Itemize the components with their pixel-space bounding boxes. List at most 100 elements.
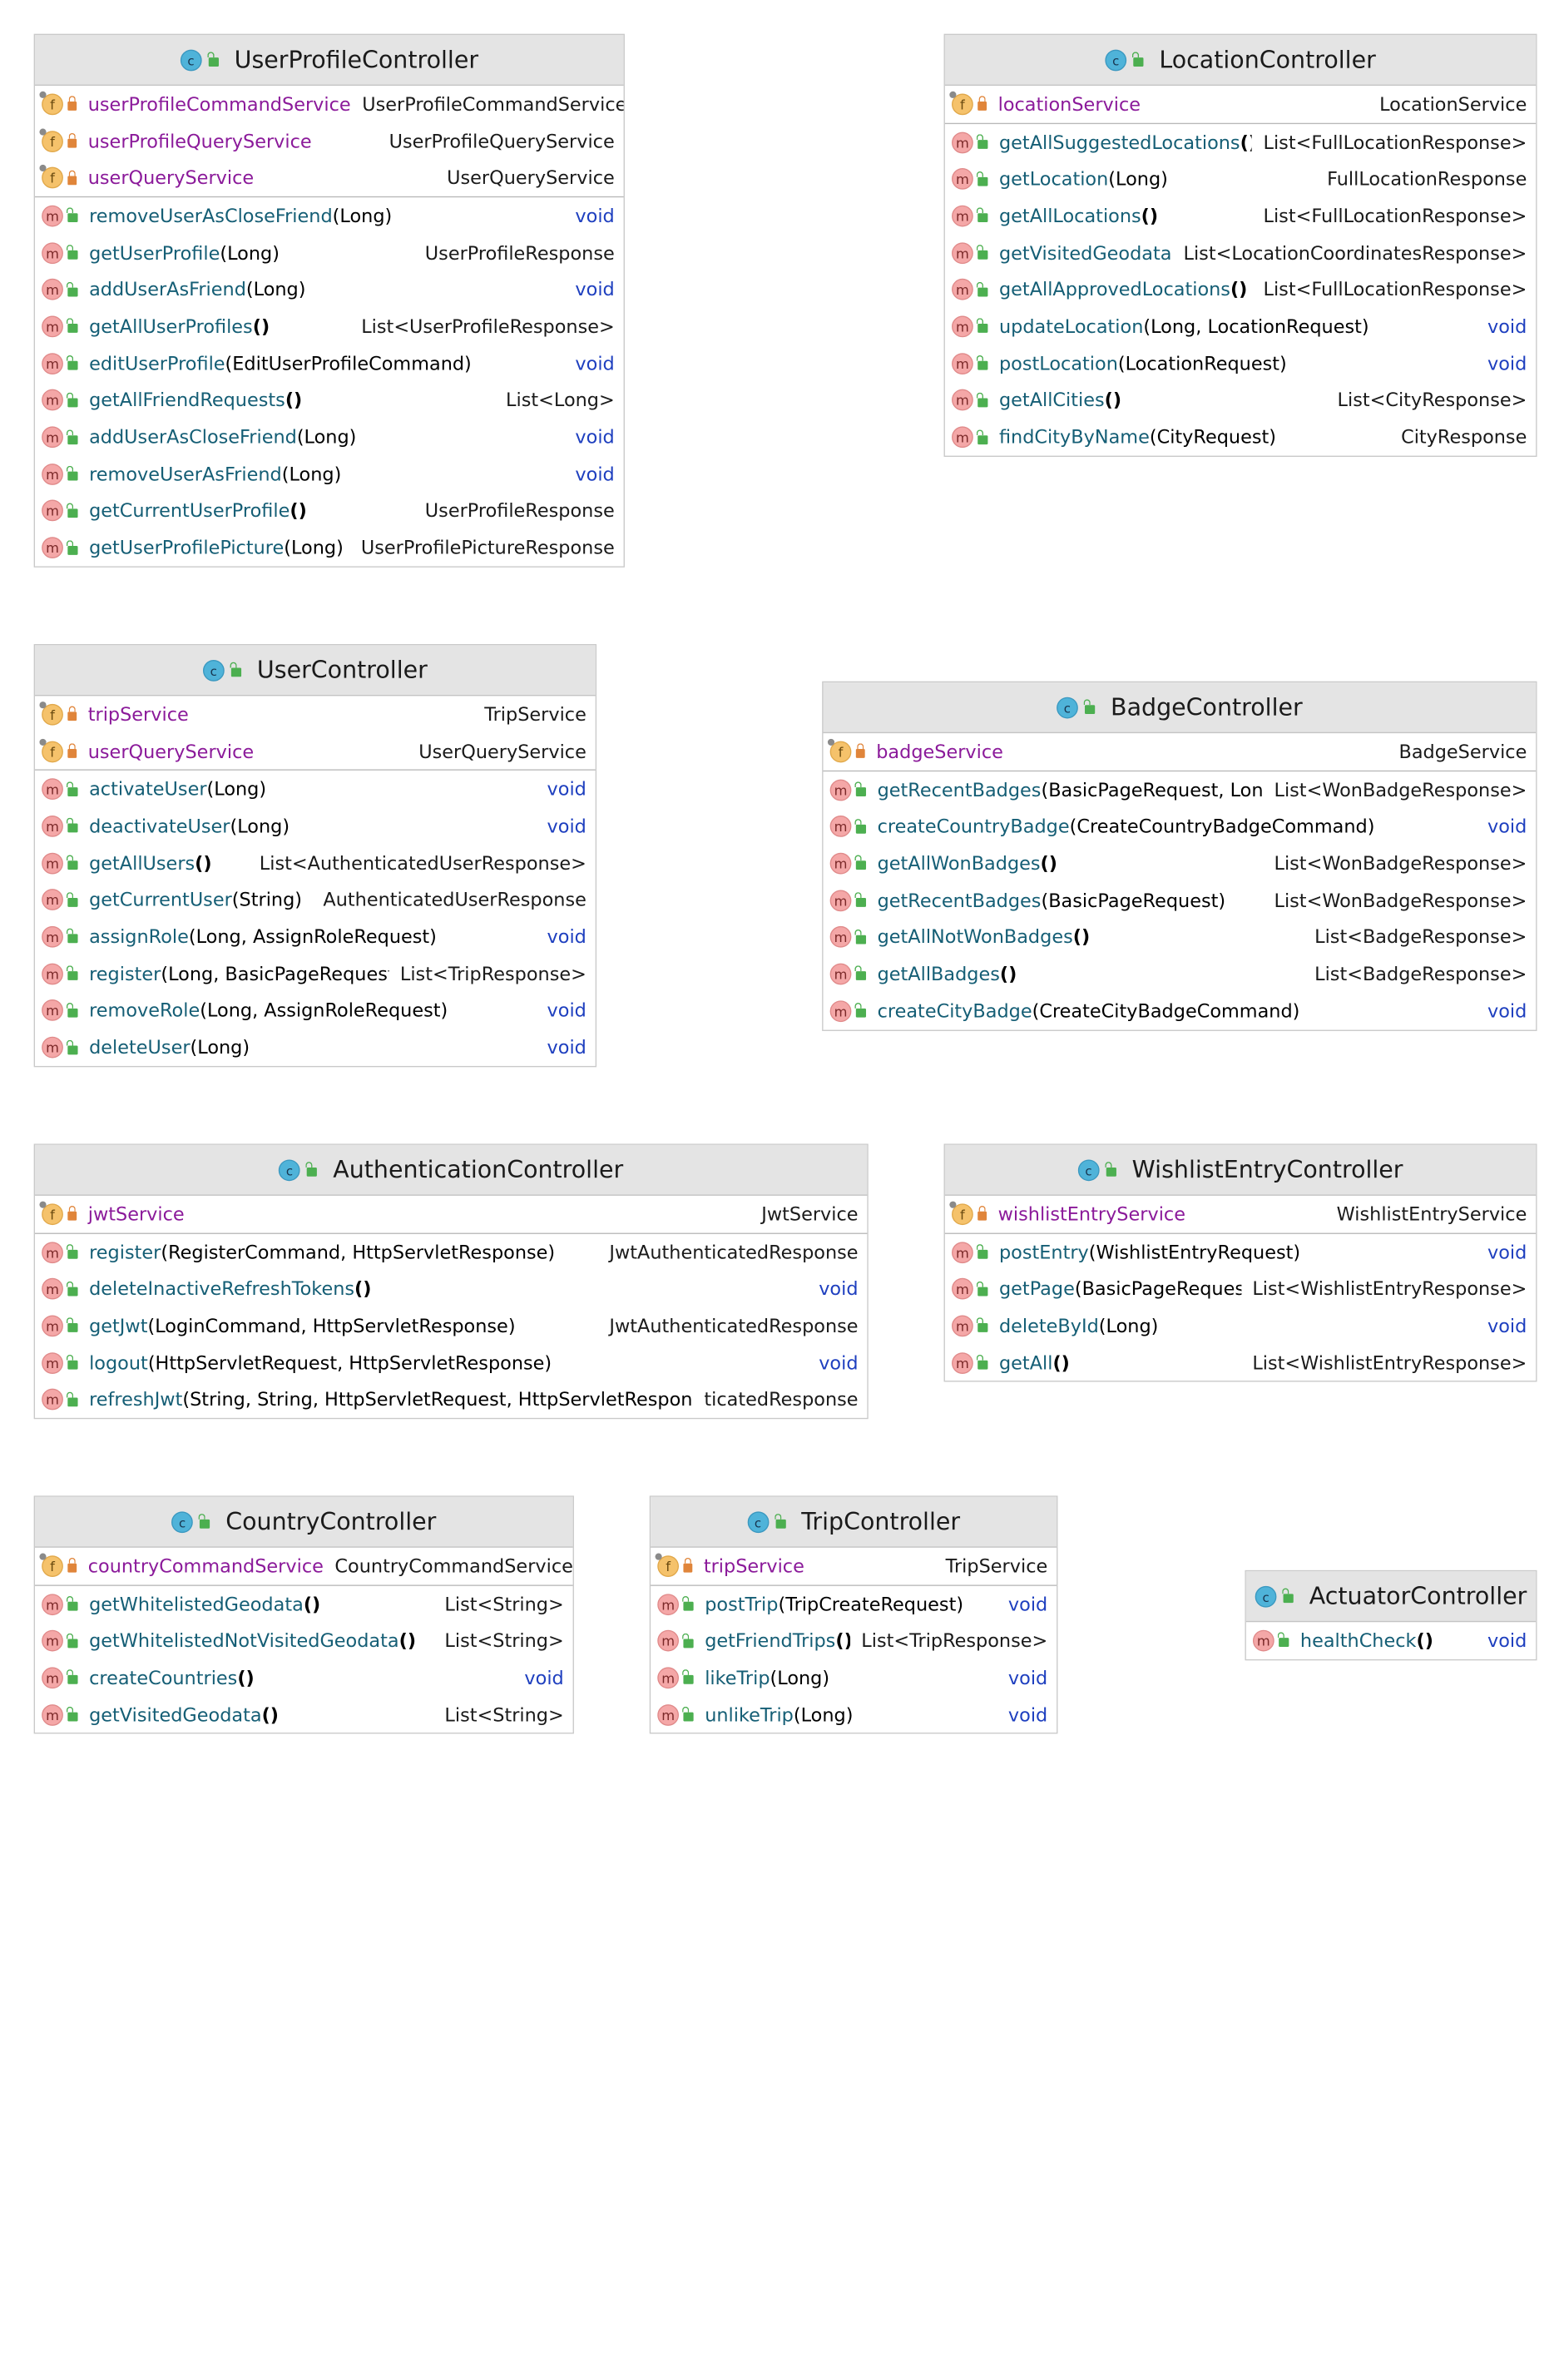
return-type: List<WonBadgeResponse> <box>1263 890 1527 911</box>
public-icon <box>977 1250 987 1259</box>
method-icon: m <box>42 816 63 837</box>
field-type: UserProfileQueryService <box>378 131 615 152</box>
method-name: addUserAsFriend <box>89 279 246 300</box>
method-icon: m <box>42 1037 63 1059</box>
public-icon <box>683 1675 693 1684</box>
method-signature: getJwt(LoginCommand, HttpServletResponse… <box>89 1315 598 1336</box>
class-name: CountryController <box>225 1508 436 1535</box>
method-icons: m <box>42 1594 77 1615</box>
method-name: assignRole <box>89 926 189 948</box>
method-icon: m <box>952 389 973 411</box>
field-icons: f <box>42 741 77 762</box>
public-icon <box>1106 1168 1116 1177</box>
public-icon <box>67 546 77 555</box>
method-icon: m <box>42 999 63 1021</box>
public-icon <box>67 361 77 370</box>
method-icons: m <box>42 1352 77 1374</box>
return-type: List<AuthenticatedUserResponse> <box>248 852 586 874</box>
field-icon: f <box>42 1203 63 1225</box>
lock-icon <box>67 712 77 721</box>
field-icons: f <box>952 93 987 115</box>
method-name: getRecentBadges <box>878 779 1042 801</box>
method-name: createCountries <box>89 1667 237 1688</box>
class-icon: c <box>171 1511 193 1533</box>
field-icon: f <box>42 167 63 189</box>
method-name: addUserAsCloseFriend <box>89 426 297 448</box>
method-name: getJwt <box>89 1315 147 1336</box>
method-icon: m <box>42 500 63 522</box>
public-icon <box>67 214 77 223</box>
method-signature: addUserAsFriend(Long) <box>89 279 564 300</box>
class-header: c CountryController <box>35 1497 573 1548</box>
method-name: getWhitelistedGeodata <box>89 1594 304 1615</box>
method-icons: m <box>42 206 77 227</box>
method-icon: m <box>657 1630 679 1652</box>
method-name: getCurrentUser <box>89 890 232 911</box>
method-icons: m <box>952 315 987 337</box>
public-icon <box>977 140 987 149</box>
method-icon: m <box>952 279 973 300</box>
method-name: getPage <box>999 1278 1075 1300</box>
method-signature: deactivateUser(Long) <box>89 816 536 837</box>
public-icon <box>67 935 77 944</box>
public-icon <box>67 472 77 481</box>
public-icon <box>856 898 866 907</box>
method-icons: m <box>830 779 866 801</box>
method-params: (String) <box>232 890 302 911</box>
return-type: List<String> <box>433 1704 564 1726</box>
method-icons: m <box>42 963 77 984</box>
method-icons: m <box>830 964 866 985</box>
method-params: () <box>1230 279 1247 300</box>
method-signature: createCountryBadge(CreateCountryBadgeCom… <box>878 816 1477 837</box>
public-icon <box>67 1009 77 1018</box>
method-icons: m <box>952 206 987 227</box>
method-params: (EditUserProfileCommand) <box>225 353 472 374</box>
method-icons: m <box>952 131 987 153</box>
method-name: removeRole <box>89 999 200 1021</box>
method-params: (Long) <box>1099 1315 1159 1336</box>
method-params: (BasicPageRequest) <box>1075 1278 1241 1300</box>
return-type: UserProfilePictureResponse <box>349 537 614 558</box>
method-signature: getVisitedGeodata() <box>999 242 1172 264</box>
method-icons: m <box>42 315 77 337</box>
method-icon: m <box>42 926 63 948</box>
return-type: void <box>564 426 615 448</box>
method-icons: m <box>42 1315 77 1336</box>
return-type: void <box>564 206 615 227</box>
class-icon: c <box>1105 49 1126 71</box>
class-name: UserProfileController <box>235 47 478 74</box>
method-icons: m <box>830 1000 866 1022</box>
return-type: List<BadgeResponse> <box>1304 926 1527 948</box>
return-type: void <box>564 353 615 374</box>
field-icon: f <box>42 93 63 115</box>
public-icon <box>67 1250 77 1259</box>
method-icon: m <box>42 1278 63 1300</box>
method-icon: m <box>42 779 63 801</box>
public-icon <box>67 1713 77 1722</box>
method-icons: m <box>657 1594 693 1615</box>
public-icon <box>977 435 987 444</box>
field-icons: f <box>657 1555 692 1577</box>
method-params: (Long) <box>770 1667 830 1688</box>
lock-icon <box>67 139 77 148</box>
field-type: WishlistEntryService <box>1325 1203 1527 1225</box>
